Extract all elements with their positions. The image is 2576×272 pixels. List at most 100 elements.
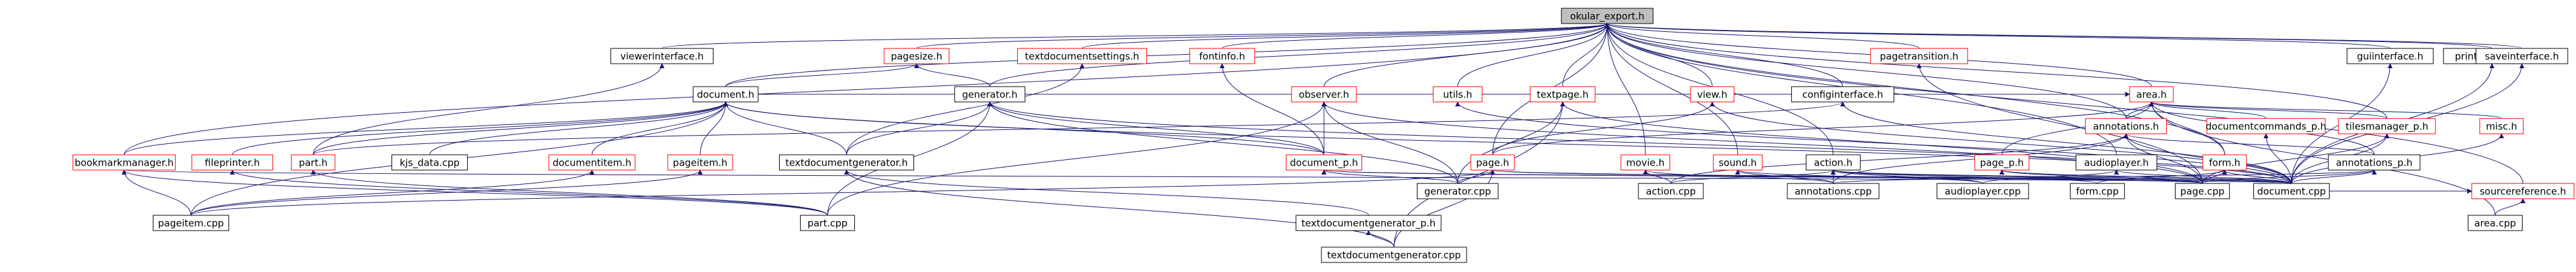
node-generator-cpp[interactable]: generator.cpp [1416,183,1499,199]
node-observer-h[interactable]: observer.h [1291,86,1357,103]
node-label: annotations_p.h [2336,157,2412,169]
node-page-p-h[interactable]: page_p.h [1974,154,2030,171]
node-tilesmanager-p-h[interactable]: tilesmanager_p.h [2338,118,2436,134]
edge-bookmarkmanager-h-to-okular-export-h [123,23,1610,155]
node-part-cpp[interactable]: part.cpp [799,215,855,231]
node-movie-h[interactable]: movie.h [1621,154,1670,171]
edge-viewerinterface-h-to-okular-export-h [661,23,1610,49]
node-view-h[interactable]: view.h [1690,86,1735,103]
node-box [2346,48,2434,64]
node-textdocumentgenerator-h[interactable]: textdocumentgenerator.h [778,154,915,171]
edge-generator-cpp-to-observer-h [1321,101,1458,184]
node-page-cpp[interactable]: page.cpp [2174,183,2230,199]
node-utils-h[interactable]: utils.h [1433,86,1482,103]
edge-document-cpp-to-page-p-h [1999,169,2292,184]
node-label: pagetransition.h [1880,51,1958,62]
node-box [693,86,759,103]
edge-generator-cpp-to-document-p-h [1321,169,1458,184]
edge-generator-h-to-okular-export-h [989,23,1610,87]
node-document-p-h[interactable]: document_p.h [1286,154,1362,171]
node-box [1870,48,1968,64]
node-label: audioplayer.cpp [1945,186,2020,197]
node-generator-h[interactable]: generator.h [954,86,1025,103]
edge-pageitem-cpp-to-documentitem-h [190,169,595,216]
node-audioplayer-h[interactable]: audioplayer.h [2075,154,2158,171]
node-annotations-cpp[interactable]: annotations.cpp [1787,183,1880,199]
node-label: fontinfo.h [1199,51,1245,62]
edge-page-p-h-to-area-h [2001,101,2154,155]
node-textdocumentgenerator-cpp[interactable]: textdocumentgenerator.cpp [1321,247,1467,263]
node-box [73,154,176,171]
node-document-cpp[interactable]: document.cpp [2253,183,2330,199]
node-textdocumentgenerator-p-h[interactable]: textdocumentgenerator_p.h [1295,215,1442,231]
node-box [191,154,274,171]
node-box [1017,48,1147,64]
edge-pageitem-cpp-to-bookmarkmanager-h [122,169,192,216]
node-pageitem-cpp[interactable]: pageitem.cpp [153,215,229,231]
edge-document-cpp-to-generator-h [987,101,2292,184]
node-audioplayer-cpp[interactable]: audioplayer.cpp [1936,183,2029,199]
node-misc-h[interactable]: misc.h [2479,118,2524,134]
node-guiinterface-h[interactable]: guiinterface.h [2346,48,2434,64]
edge-pagesize-h-to-okular-export-h [916,23,1610,49]
node-box [1791,86,1894,103]
node-box [1974,154,2030,171]
node-box [291,154,335,171]
node-pagetransition-h[interactable]: pagetransition.h [1870,48,1968,64]
node-document-h[interactable]: document.h [693,86,759,103]
node-action-cpp[interactable]: action.cpp [1638,183,1704,199]
node-documentitem-h[interactable]: documentitem.h [548,154,636,171]
edge-movie-h-to-okular-export-h [1605,23,1646,155]
node-label: action.h [1814,157,1852,169]
node-fontinfo-h[interactable]: fontinfo.h [1189,48,1255,64]
edge-form-h-to-okular-export-h [1605,23,2225,155]
node-annotations-h[interactable]: annotations.h [2085,118,2167,134]
edge-annotations-p-h-to-annotations-h [2123,133,2375,155]
node-okular-export-h[interactable]: okular_export.h [1561,8,1654,24]
node-label: bookmarkmanager.h [74,157,174,169]
node-box [153,215,229,231]
node-label: document_p.h [1290,157,1358,169]
edge-kjs-data-cpp-to-document-h [429,101,728,155]
edge-tilesmanager-p-h-to-area-h [2149,101,2388,119]
node-label: guiinterface.h [2357,51,2423,62]
node-label: textdocumentgenerator.cpp [1327,250,1461,261]
node-area-h[interactable]: area.h [2129,86,2174,103]
node-box [2085,118,2167,134]
node-viewerinterface-h[interactable]: viewerinterface.h [610,48,714,64]
node-pageitem-h[interactable]: pageitem.h [667,154,733,171]
edge-form-h-to-area-h [2149,101,2225,155]
node-sourcereference-h[interactable]: sourcereference.h [2471,183,2575,199]
edge-document-h-to-okular-export-h [725,23,1610,87]
node-kjs-data-cpp[interactable]: kjs_data.cpp [391,154,468,171]
node-textdocumentsettings-h[interactable]: textdocumentsettings.h [1017,48,1147,64]
node-annotations-p-h[interactable]: annotations_p.h [2328,154,2421,171]
node-configinterface-h[interactable]: configinterface.h [1791,86,1894,103]
node-form-h[interactable]: form.h [2202,154,2247,171]
node-bookmarkmanager-h[interactable]: bookmarkmanager.h [73,154,176,171]
edge-audioplayer-cpp-to-sound-h [1735,169,1983,184]
node-form-cpp[interactable]: form.cpp [2069,183,2125,199]
node-documentcommands-p-h[interactable]: documentcommands_p.h [2206,118,2326,134]
node-box [2253,183,2330,199]
node-saveinterface-h[interactable]: saveinterface.h [2475,48,2568,64]
edge-action-cpp-to-movie-h [1643,169,1672,184]
node-label: documentitem.h [553,157,631,169]
node-box [778,154,915,171]
node-box [548,154,636,171]
node-action-h[interactable]: action.h [1805,154,1861,171]
node-label: pageitem.cpp [158,218,223,229]
node-page-h[interactable]: page.h [1470,154,1515,171]
node-area-cpp[interactable]: area.cpp [2467,215,2523,231]
edge-tilesmanager-p-h-to-okular-export-h [1605,23,2388,119]
node-fileprinter-h[interactable]: fileprinter.h [191,154,274,171]
node-label: area.cpp [2474,218,2516,229]
node-pagesize-h[interactable]: pagesize.h [883,48,950,64]
node-box [1561,8,1654,24]
node-part-h[interactable]: part.h [291,154,335,171]
edge-part-h-to-document-h [313,101,728,155]
edge-generator-cpp-to-textpage-h [1457,101,1565,184]
node-label: textdocumentsettings.h [1025,51,1139,62]
node-textpage-h[interactable]: textpage.h [1530,86,1596,103]
node-sound-h[interactable]: sound.h [1713,154,1763,171]
